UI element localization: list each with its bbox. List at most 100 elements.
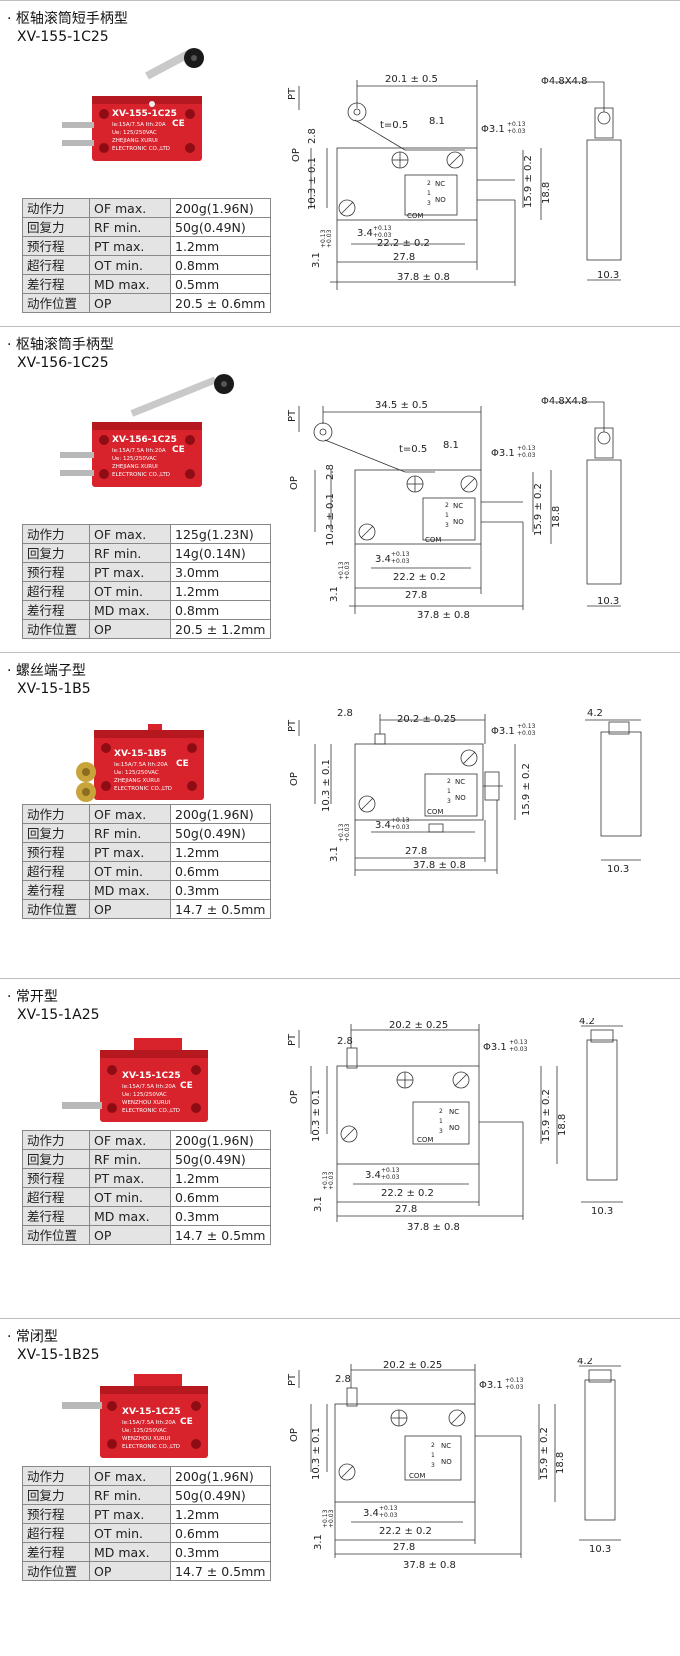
svg-text:1: 1 (445, 512, 449, 519)
model-number: XV-156-1C25 (17, 355, 109, 371)
dim-3-4: 3.4 (363, 1508, 379, 1519)
svg-text:ELECTRONIC CO.,LTD: ELECTRONIC CO.,LTD (122, 1444, 180, 1450)
side-dim-width: 10.3 (589, 1544, 611, 1555)
svg-text:+0.13: +0.13 (379, 1505, 398, 1512)
contact-nc: NC (441, 1442, 451, 1450)
plunger (134, 1374, 182, 1386)
dim-15-9: 15.9 ± 0.2 (521, 763, 532, 816)
svg-text:3: 3 (447, 798, 451, 805)
svg-text:Ue: 125/250VAC: Ue: 125/250VAC (122, 1092, 167, 1098)
svg-text:Ie:15A/7.5A Ith:20A: Ie:15A/7.5A Ith:20A (122, 1420, 176, 1426)
dim-3-4-tol: +0.13 (373, 225, 392, 232)
product-section: · 常开型 XV-15-1A25 XV-15-1C25 Ie:15A/7.5A … (0, 978, 680, 1316)
svg-text:+0.13: +0.13 (338, 561, 345, 580)
dim-3-4: 3.4 (375, 820, 391, 831)
svg-text:1: 1 (447, 788, 451, 795)
switch-body (92, 96, 202, 161)
dim-27-8: 27.8 (405, 590, 427, 601)
dim-pt: PT (287, 409, 298, 422)
dim-10-3: 10.3 ± 0.1 (311, 1427, 322, 1480)
product-photo: XV-155-1C25 Ie:15A/7.5A Ith:20A Ue: 125/… (62, 48, 204, 161)
dim-18-8: 18.8 (555, 1452, 566, 1474)
dim-2-8: 2.8 (325, 464, 336, 480)
terminal-icon (60, 470, 94, 476)
product-photo: XV-15-1C25 Ie:15A/7.5A Ith:20A Ue: 125/2… (62, 1374, 208, 1458)
section-divider (0, 652, 680, 653)
svg-text:WENZHOU XURUI: WENZHOU XURUI (122, 1436, 171, 1442)
svg-text:+0.03: +0.03 (391, 824, 410, 831)
dim-37-8: 37.8 ± 0.8 (407, 1222, 460, 1233)
dim-hole: Φ3.1 (491, 726, 515, 737)
svg-text:ELECTRONIC CO.,LTD: ELECTRONIC CO.,LTD (114, 786, 172, 792)
ce-mark: CE (180, 1081, 193, 1091)
dim-10-3: 10.3 ± 0.1 (311, 1089, 322, 1142)
dim-op: OP (289, 476, 300, 490)
print-maker: ZHEJIANG XURUI (112, 464, 158, 470)
svg-text:+0.13: +0.13 (322, 1171, 329, 1190)
section-divider (0, 978, 680, 979)
svg-text:ZHEJIANG XURUI: ZHEJIANG XURUI (114, 778, 160, 784)
model-number: XV-15-1B25 (17, 1347, 100, 1363)
print-voltage: Ue: 125/250VAC (112, 130, 157, 136)
svg-text:+0.03: +0.03 (381, 1174, 400, 1181)
svg-text:3: 3 (427, 200, 431, 207)
svg-text:Ie:15A/7.5A Ith:20A: Ie:15A/7.5A Ith:20A (114, 762, 168, 768)
print-model: XV-156-1C25 (112, 435, 177, 445)
svg-text:1: 1 (431, 1452, 435, 1459)
switch-body (92, 422, 202, 487)
section-title: · 常闭型 (7, 1329, 58, 1345)
product-photo: XV-15-1C25 Ie:15A/7.5A Ith:20A Ue: 125/2… (62, 1038, 208, 1122)
svg-text:Ie:15A/7.5A Ith:20A: Ie:15A/7.5A Ith:20A (122, 1084, 176, 1090)
dim-hole: Φ3.1 (481, 124, 505, 135)
plunger (134, 1038, 182, 1050)
dim-18-8: 18.8 (541, 182, 552, 204)
dim-hole-tol: +0.13 (507, 121, 526, 128)
print-maker: ELECTRONIC CO.,LTD (112, 472, 170, 478)
dim-hole: Φ3.1 (483, 1042, 507, 1053)
section-title: · 枢轴滚筒手柄型 (7, 337, 114, 353)
print-model: XV-155-1C25 (112, 109, 177, 119)
dim-18-8: 18.8 (557, 1114, 568, 1136)
contact-nc: NC (453, 502, 463, 510)
svg-text:2: 2 (431, 1442, 435, 1449)
section-divider (0, 1318, 680, 1319)
contact-com: COM (425, 536, 441, 544)
ce-mark: CE (172, 119, 185, 129)
dim-15-9: 15.9 ± 0.2 (541, 1089, 552, 1142)
plunger (148, 724, 162, 732)
switch-body (94, 730, 204, 800)
dim-3-1: 3.1 (329, 586, 340, 602)
dimension-drawing: 34.5 ± 0.5 t=0.5 8.1 Φ3.1 +0.13 +0.03 PT… (287, 396, 622, 621)
ce-mark: CE (176, 759, 189, 769)
svg-text:3: 3 (445, 522, 449, 529)
print-rating: Ie:15A/7.5A Ith:20A (112, 122, 166, 128)
dim-op: OP (289, 772, 300, 786)
svg-text:+0.13: +0.13 (381, 1167, 400, 1174)
contact-nc: NC (435, 180, 445, 188)
dim-3-1: 3.1 (311, 252, 322, 268)
svg-text:2: 2 (439, 1108, 443, 1115)
dim-27-8: 27.8 (405, 846, 427, 857)
model-number: XV-15-1B5 (17, 681, 91, 697)
product-section: · 螺丝端子型 XV-15-1B5 XV-15-1B5 Ie:15A/7.5A … (0, 652, 680, 990)
svg-text:+0.03: +0.03 (505, 1384, 524, 1391)
